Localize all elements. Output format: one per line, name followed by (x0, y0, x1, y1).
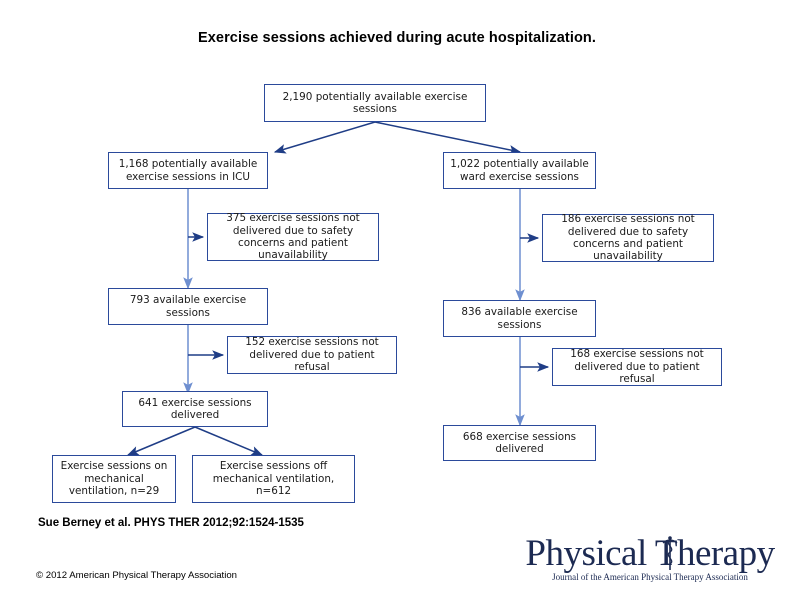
node-icu-not-delivered-refusal[interactable]: 152 exercise sessions not delivered due … (227, 336, 397, 374)
node-ward-delivered[interactable]: 668 exercise sessions delivered (443, 425, 596, 461)
node-ward-available[interactable]: 836 available exercise sessions (443, 300, 596, 337)
node-icu-not-delivered-safety[interactable]: 375 exercise sessions not delivered due … (207, 212, 379, 262)
node-label: 152 exercise sessions not delivered due … (245, 336, 379, 374)
node-icu-potentially-available[interactable]: 1,168 potentially available exercise ses… (108, 152, 268, 189)
node-label: Exercise sessions on mechanical ventilat… (60, 460, 168, 498)
node-label: 641 exercise sessions delivered (138, 396, 252, 421)
node-ward-not-delivered-refusal[interactable]: 168 exercise sessions not delivered due … (552, 348, 722, 386)
logo-wordmark: Physical Therapy (525, 533, 775, 574)
node-sessions-off-mechanical-ventilation[interactable]: Exercise sessions off mechanical ventila… (192, 455, 355, 503)
citation-text: Sue Berney et al. PHYS THER 2012;92:1524… (38, 517, 304, 529)
node-sessions-on-mechanical-ventilation[interactable]: Exercise sessions on mechanical ventilat… (52, 455, 176, 503)
node-label: 375 exercise sessions not delivered due … (226, 212, 360, 262)
node-label: 668 exercise sessions delivered (462, 430, 577, 455)
copyright-text: © 2012 American Physical Therapy Associa… (36, 570, 238, 581)
node-label: Exercise sessions off mechanical ventila… (212, 460, 335, 498)
node-label: 2,190 potentially available exercise ses… (282, 90, 468, 115)
node-label: 793 available exercise sessions (129, 294, 247, 319)
node-label: 836 available exercise sessions (461, 306, 578, 331)
node-ward-potentially-available[interactable]: 1,022 potentially available ward exercis… (443, 152, 596, 189)
node-total-sessions[interactable]: 2,190 potentially available exercise ses… (264, 84, 486, 122)
caduceus-icon (662, 536, 678, 570)
node-label: 186 exercise sessions not delivered due … (561, 213, 695, 263)
node-label: 1,022 potentially available ward exercis… (450, 158, 589, 183)
page-title: Exercise sessions achieved during acute … (197, 30, 597, 46)
node-ward-not-delivered-safety[interactable]: 186 exercise sessions not delivered due … (542, 213, 714, 263)
logo-subtitle: Journal of the American Physical Therapy… (552, 572, 748, 582)
physical-therapy-logo: Physical Therapy Journal of the American… (516, 534, 784, 586)
node-label: 1,168 potentially available exercise ses… (118, 158, 258, 183)
node-icu-available[interactable]: 793 available exercise sessions (108, 288, 268, 325)
node-label: 168 exercise sessions not delivered due … (570, 348, 704, 386)
node-icu-delivered[interactable]: 641 exercise sessions delivered (122, 391, 268, 427)
